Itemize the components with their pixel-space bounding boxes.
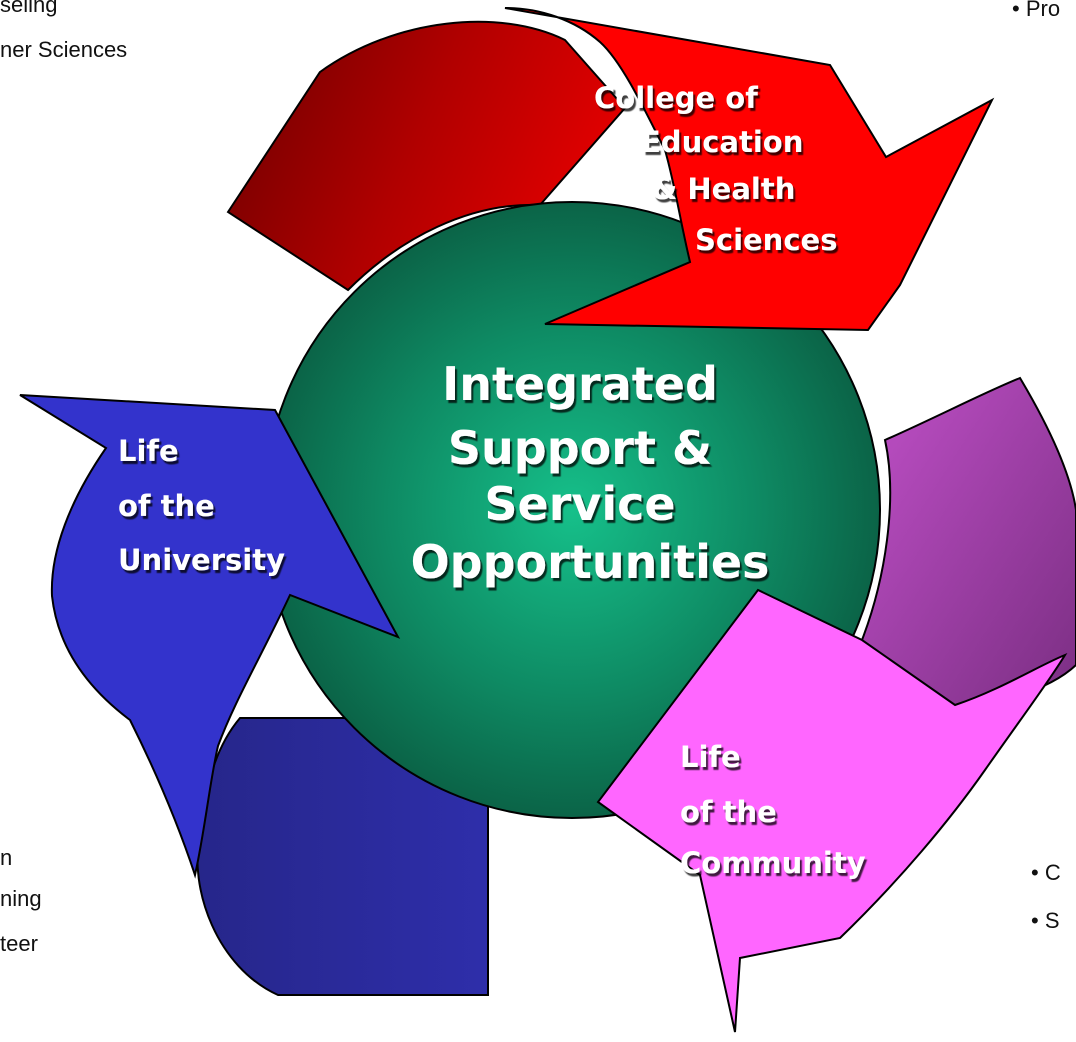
- community-arrowhead: [596, 588, 1068, 1033]
- university-label-line-2: of the: [118, 489, 215, 523]
- university-arrowhead: [19, 394, 401, 879]
- top-right-fragments: • Pro: [1012, 0, 1060, 21]
- college-arrowhead: [504, 7, 995, 332]
- community-label-line-2: of the: [680, 795, 777, 829]
- bottom-left-fragment-1: n: [0, 845, 12, 870]
- top-left-fragment-1: seling: [0, 0, 57, 17]
- university-label: Life of the University: [118, 434, 285, 577]
- college-label: College of Education & Health Sciences: [594, 81, 837, 257]
- bottom-left-fragment-2: ning: [0, 886, 42, 911]
- bottom-right-fragments: • C • S: [1031, 860, 1061, 933]
- community-label: Life of the Community: [680, 740, 866, 880]
- hub-label-line-2: Support &: [448, 421, 712, 475]
- college-label-line-3: & Health: [652, 172, 795, 206]
- college-label-line-1: College of: [594, 81, 758, 115]
- top-right-fragment-1: • Pro: [1012, 0, 1060, 21]
- community-label-line-1: Life: [680, 740, 741, 774]
- hub-label-line-1: Integrated: [442, 357, 718, 411]
- bottom-left-fragments: n ning teer: [0, 845, 42, 956]
- college-label-line-4: Sciences: [695, 223, 837, 257]
- university-label-line-3: University: [118, 543, 285, 577]
- bottom-right-fragment-1: • C: [1031, 860, 1061, 885]
- university-label-line-1: Life: [118, 434, 179, 468]
- college-arrow-tail: [226, 20, 627, 292]
- hub-label-line-4: Opportunities: [411, 535, 770, 589]
- hub-label-line-3: Service: [484, 477, 675, 531]
- top-left-fragments: seling ner Sciences: [0, 0, 127, 62]
- bottom-right-fragment-2: • S: [1031, 908, 1060, 933]
- community-label-line-3: Community: [680, 846, 866, 880]
- hub-label: Integrated Support & Service Opportuniti…: [411, 357, 770, 589]
- top-left-fragment-2: ner Sciences: [0, 37, 127, 62]
- college-label-line-2: Education: [641, 125, 803, 159]
- bottom-left-fragment-3: teer: [0, 931, 38, 956]
